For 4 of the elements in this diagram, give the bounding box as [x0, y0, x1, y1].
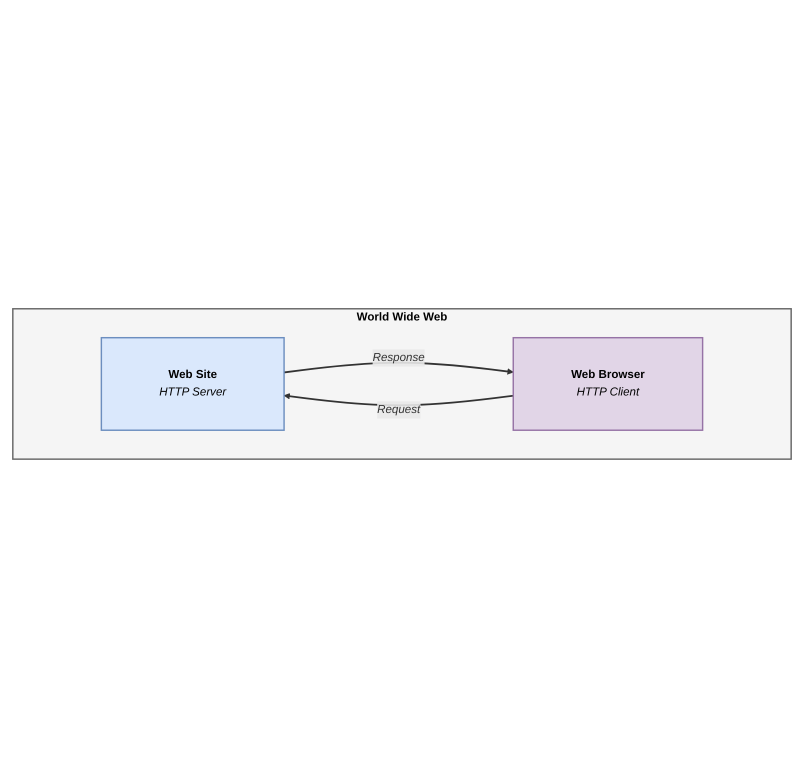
- edge-label: Response: [372, 350, 424, 364]
- node-box: Web Site HTTP Server: [100, 336, 284, 430]
- node-box: Web Browser HTTP Client: [512, 336, 703, 430]
- edge-label: Request: [376, 403, 420, 416]
